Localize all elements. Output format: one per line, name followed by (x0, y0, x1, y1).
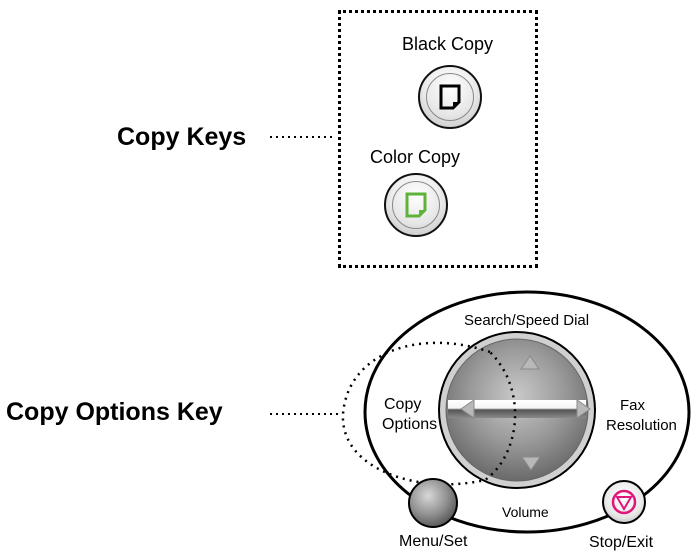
color-copy-button-face (392, 181, 440, 229)
stop-exit-button-graphic (602, 480, 646, 524)
page-icon (439, 84, 461, 110)
triangle-down-icon (521, 456, 541, 471)
fax-resolution-label-line1: Fax (620, 397, 646, 414)
volume-label: Volume (502, 504, 549, 520)
copy-options-label-line2: Options (382, 416, 438, 433)
copy-keys-group (338, 10, 538, 268)
triangle-left-icon (460, 399, 475, 419)
color-copy-label: Color Copy (370, 147, 461, 167)
volume-down-button[interactable] (513, 448, 549, 476)
black-copy-button[interactable] (418, 65, 482, 129)
copy-options-key-callout: Copy Options Key (6, 398, 223, 426)
fax-resolution-button[interactable] (570, 394, 600, 424)
fax-resolution-label-line2: Resolution (606, 417, 677, 434)
copy-options-label-line1: Copy (384, 396, 422, 413)
black-copy-button-face (426, 73, 474, 121)
copy-keys-callout: Copy Keys (117, 123, 247, 151)
color-copy-button[interactable] (384, 173, 448, 237)
stop-icon (611, 489, 637, 515)
copy-options-highlight (341, 341, 517, 486)
triangle-up-icon (520, 355, 540, 370)
stop-icon-triangle (615, 496, 633, 511)
menu-set-button[interactable] (409, 479, 457, 527)
copy-options-button[interactable] (452, 394, 482, 424)
page-icon (405, 192, 427, 218)
triangle-right-icon (576, 399, 591, 419)
menu-set-button-graphic (408, 478, 458, 528)
black-copy-label: Black Copy (402, 34, 494, 54)
search-speed-dial-button[interactable] (512, 348, 548, 376)
menu-set-label: Menu/Set (399, 533, 468, 550)
stop-exit-label: Stop/Exit (589, 534, 654, 551)
search-speed-dial-label: Search/Speed Dial (464, 312, 590, 329)
stop-exit-button[interactable] (603, 481, 645, 523)
navigation-dial-bar (448, 400, 586, 418)
